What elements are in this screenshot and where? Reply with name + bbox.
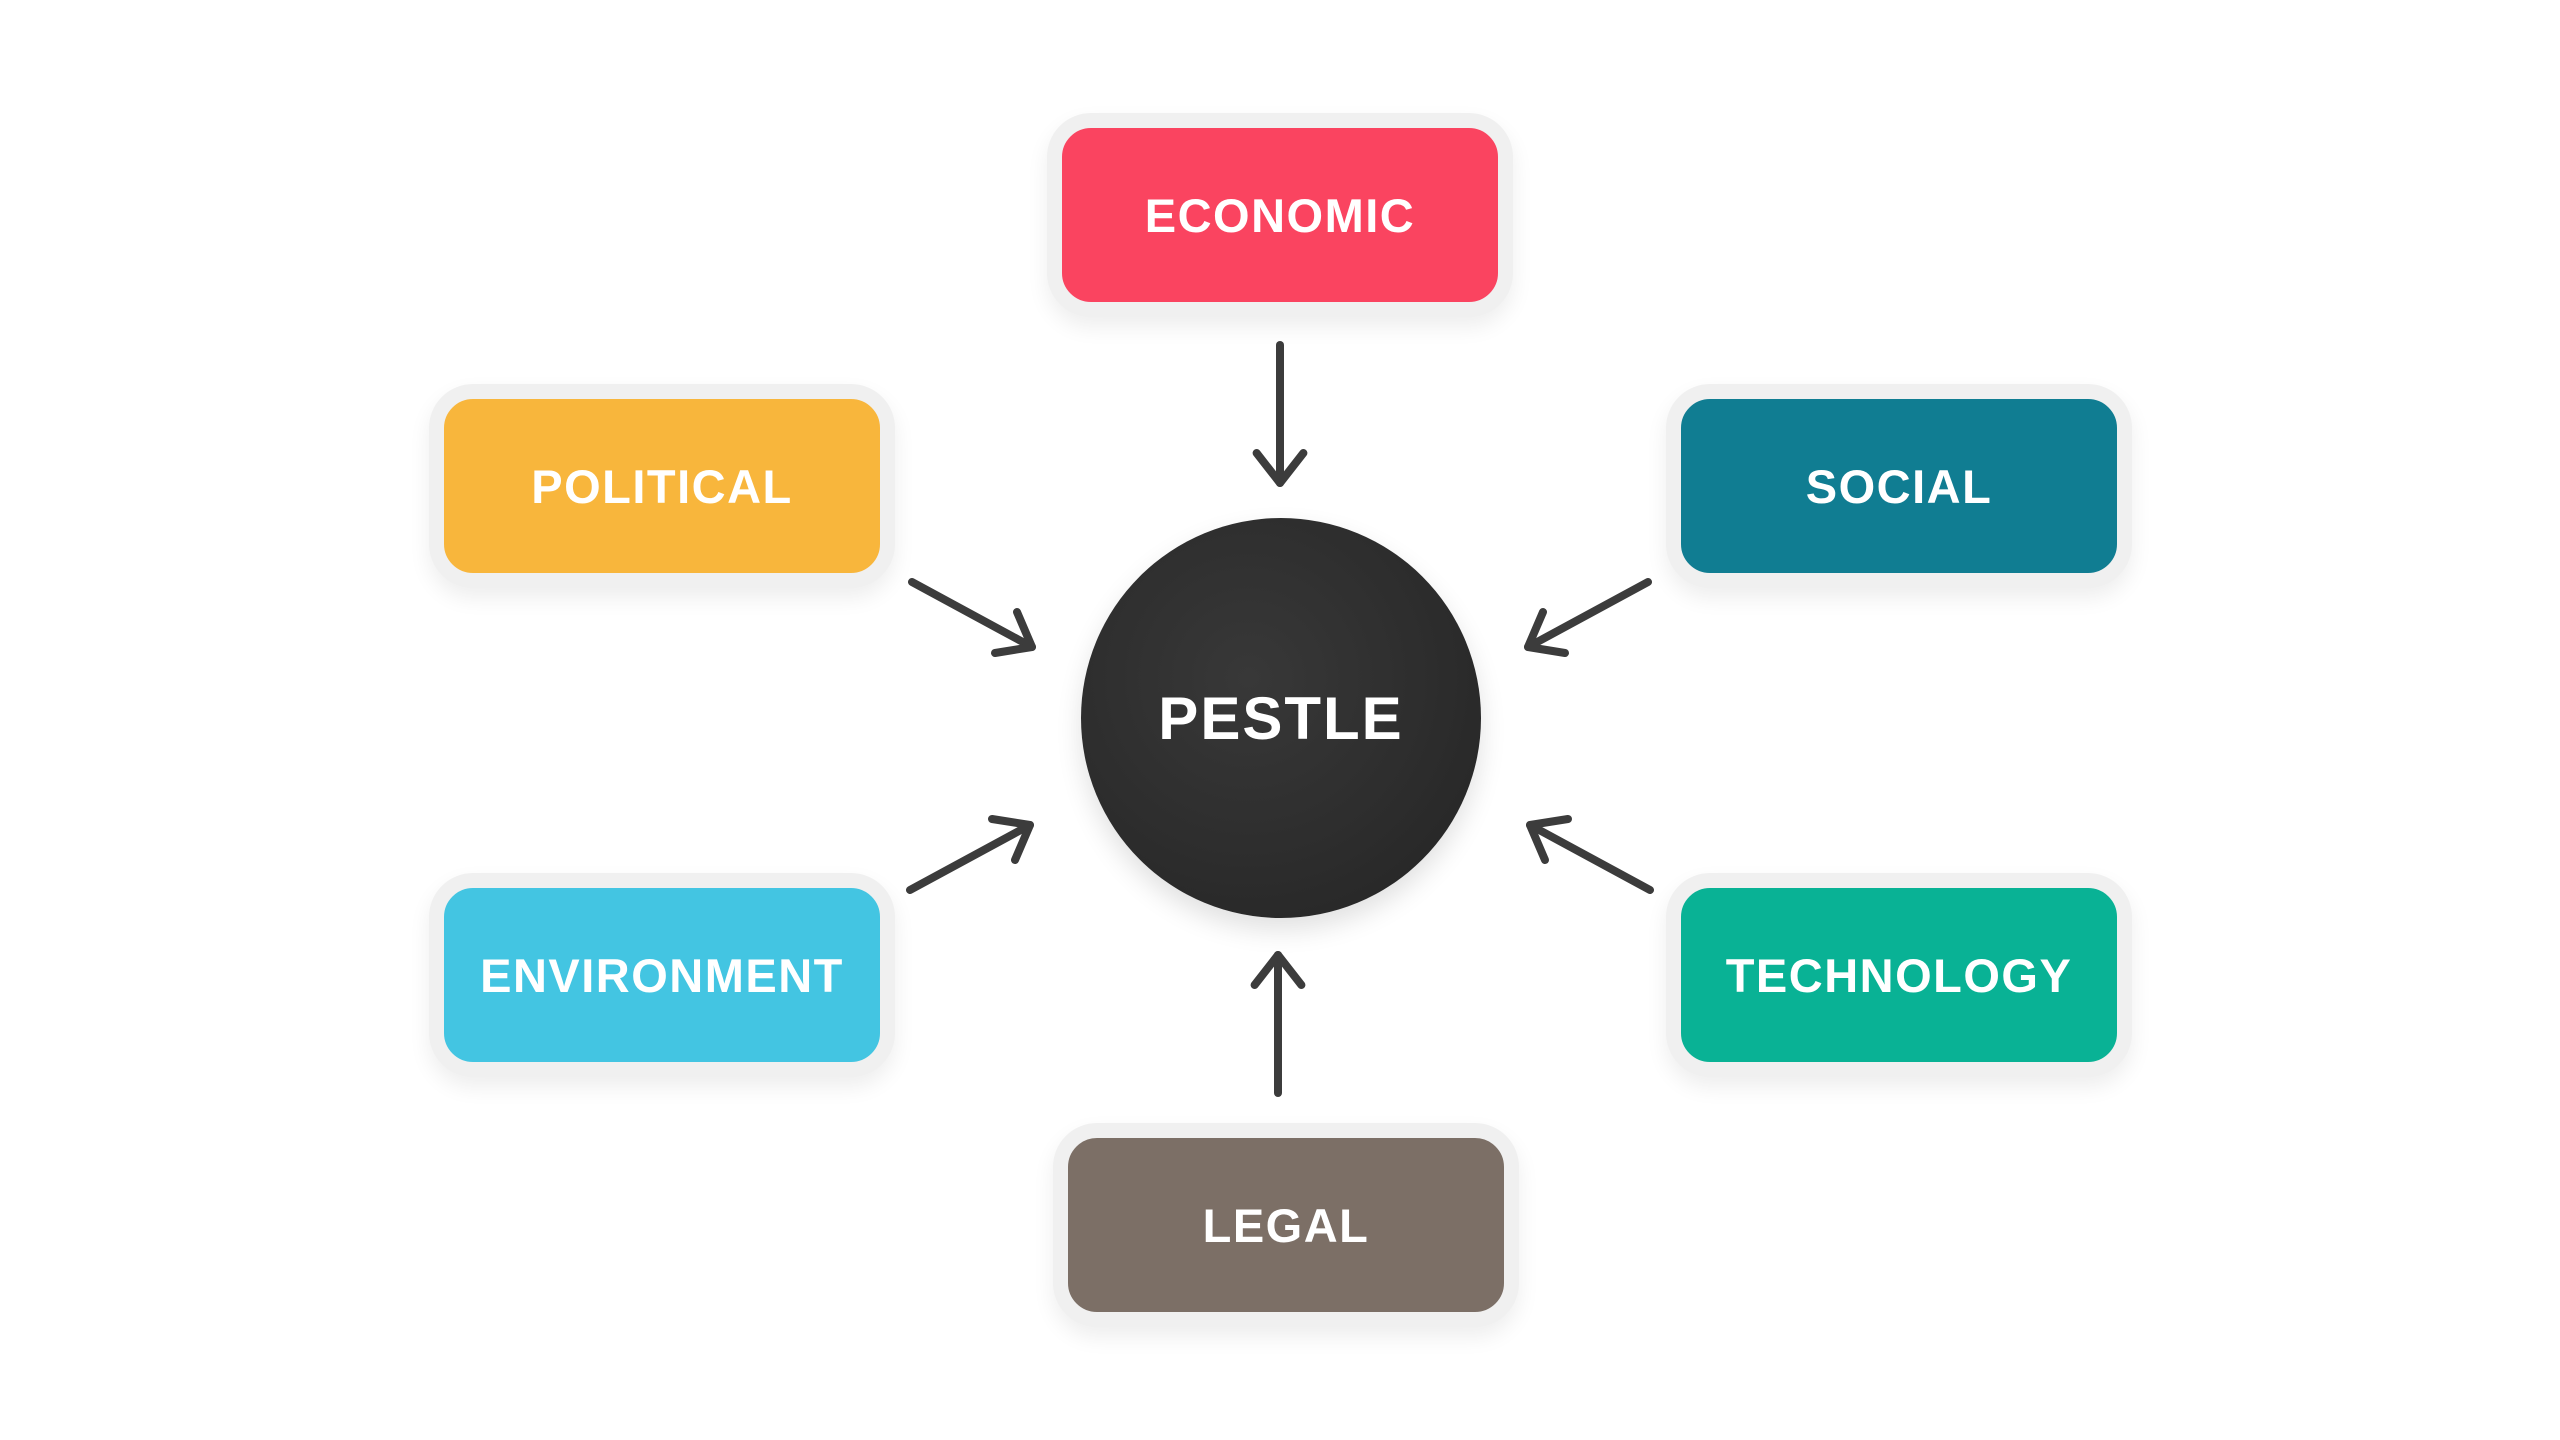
- node-social: SOCIAL: [1666, 384, 2132, 588]
- arrow-technology-to-center: [1526, 815, 1654, 894]
- arrow-economic-to-center: [1252, 341, 1308, 487]
- arrow-social-to-center: [1524, 578, 1652, 657]
- node-social-label: SOCIAL: [1805, 459, 1993, 513]
- node-environment: ENVIRONMENT: [429, 873, 895, 1077]
- node-technology: TECHNOLOGY: [1666, 873, 2132, 1077]
- arrow-political-to-center: [908, 578, 1036, 657]
- center-hub-label: PESTLE: [1158, 684, 1404, 752]
- node-political-label: POLITICAL: [531, 459, 793, 513]
- node-economic: ECONOMIC: [1047, 113, 1513, 317]
- arrow-environment-to-center: [906, 815, 1034, 894]
- center-hub: PESTLE: [1081, 518, 1481, 918]
- node-environment-label: ENVIRONMENT: [480, 948, 844, 1002]
- node-technology-label: TECHNOLOGY: [1725, 948, 2073, 1002]
- arrow-legal-to-center: [1250, 951, 1306, 1097]
- node-political: POLITICAL: [429, 384, 895, 588]
- node-legal: LEGAL: [1053, 1123, 1519, 1327]
- node-legal-label: LEGAL: [1202, 1198, 1370, 1252]
- node-economic-label: ECONOMIC: [1144, 188, 1416, 242]
